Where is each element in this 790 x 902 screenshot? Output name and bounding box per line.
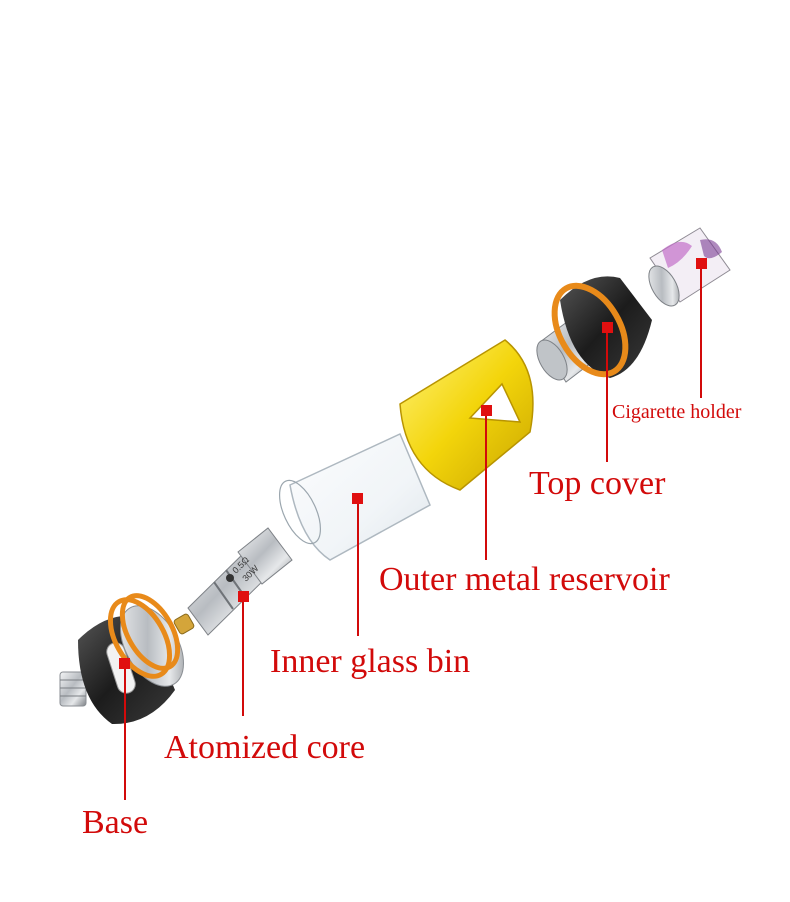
label-cigarette-holder: Cigarette holder	[612, 401, 742, 423]
atomized-core-part: 0.5Ω 30W	[173, 527, 293, 636]
label-base: Base	[82, 804, 149, 841]
core-juice-hole	[226, 574, 234, 582]
cigarette-holder-part	[648, 227, 731, 307]
label-outer-metal-reservoir: Outer metal reservoir	[379, 561, 670, 598]
marker-holder	[696, 258, 707, 269]
label-top-cover: Top cover	[529, 465, 666, 502]
marker-glass	[352, 493, 363, 504]
marker-base	[119, 658, 130, 669]
label-atomized-core: Atomized core	[164, 729, 366, 766]
leader-lines	[124, 264, 702, 800]
base-part	[59, 593, 184, 725]
drip-tip-pattern	[662, 241, 692, 268]
reservoir-sleeve	[399, 339, 534, 491]
top-cover-part	[536, 276, 652, 383]
base-o-ring-1	[107, 597, 173, 679]
glass-rim	[278, 479, 322, 545]
outer-metal-reservoir-part	[399, 339, 534, 491]
top-cover-o-ring	[551, 282, 629, 378]
core-top	[237, 527, 293, 585]
marker-reservoir	[481, 405, 492, 416]
core-contact-pin	[173, 613, 195, 635]
base-o-ring-2	[119, 593, 181, 671]
drip-tip-base-ring	[648, 265, 680, 307]
inner-glass-bin-part	[278, 432, 431, 561]
markers	[119, 258, 707, 669]
label-inner-glass-bin: Inner glass bin	[270, 643, 471, 680]
marker-core	[238, 591, 249, 602]
marker-top-cover	[602, 322, 613, 333]
